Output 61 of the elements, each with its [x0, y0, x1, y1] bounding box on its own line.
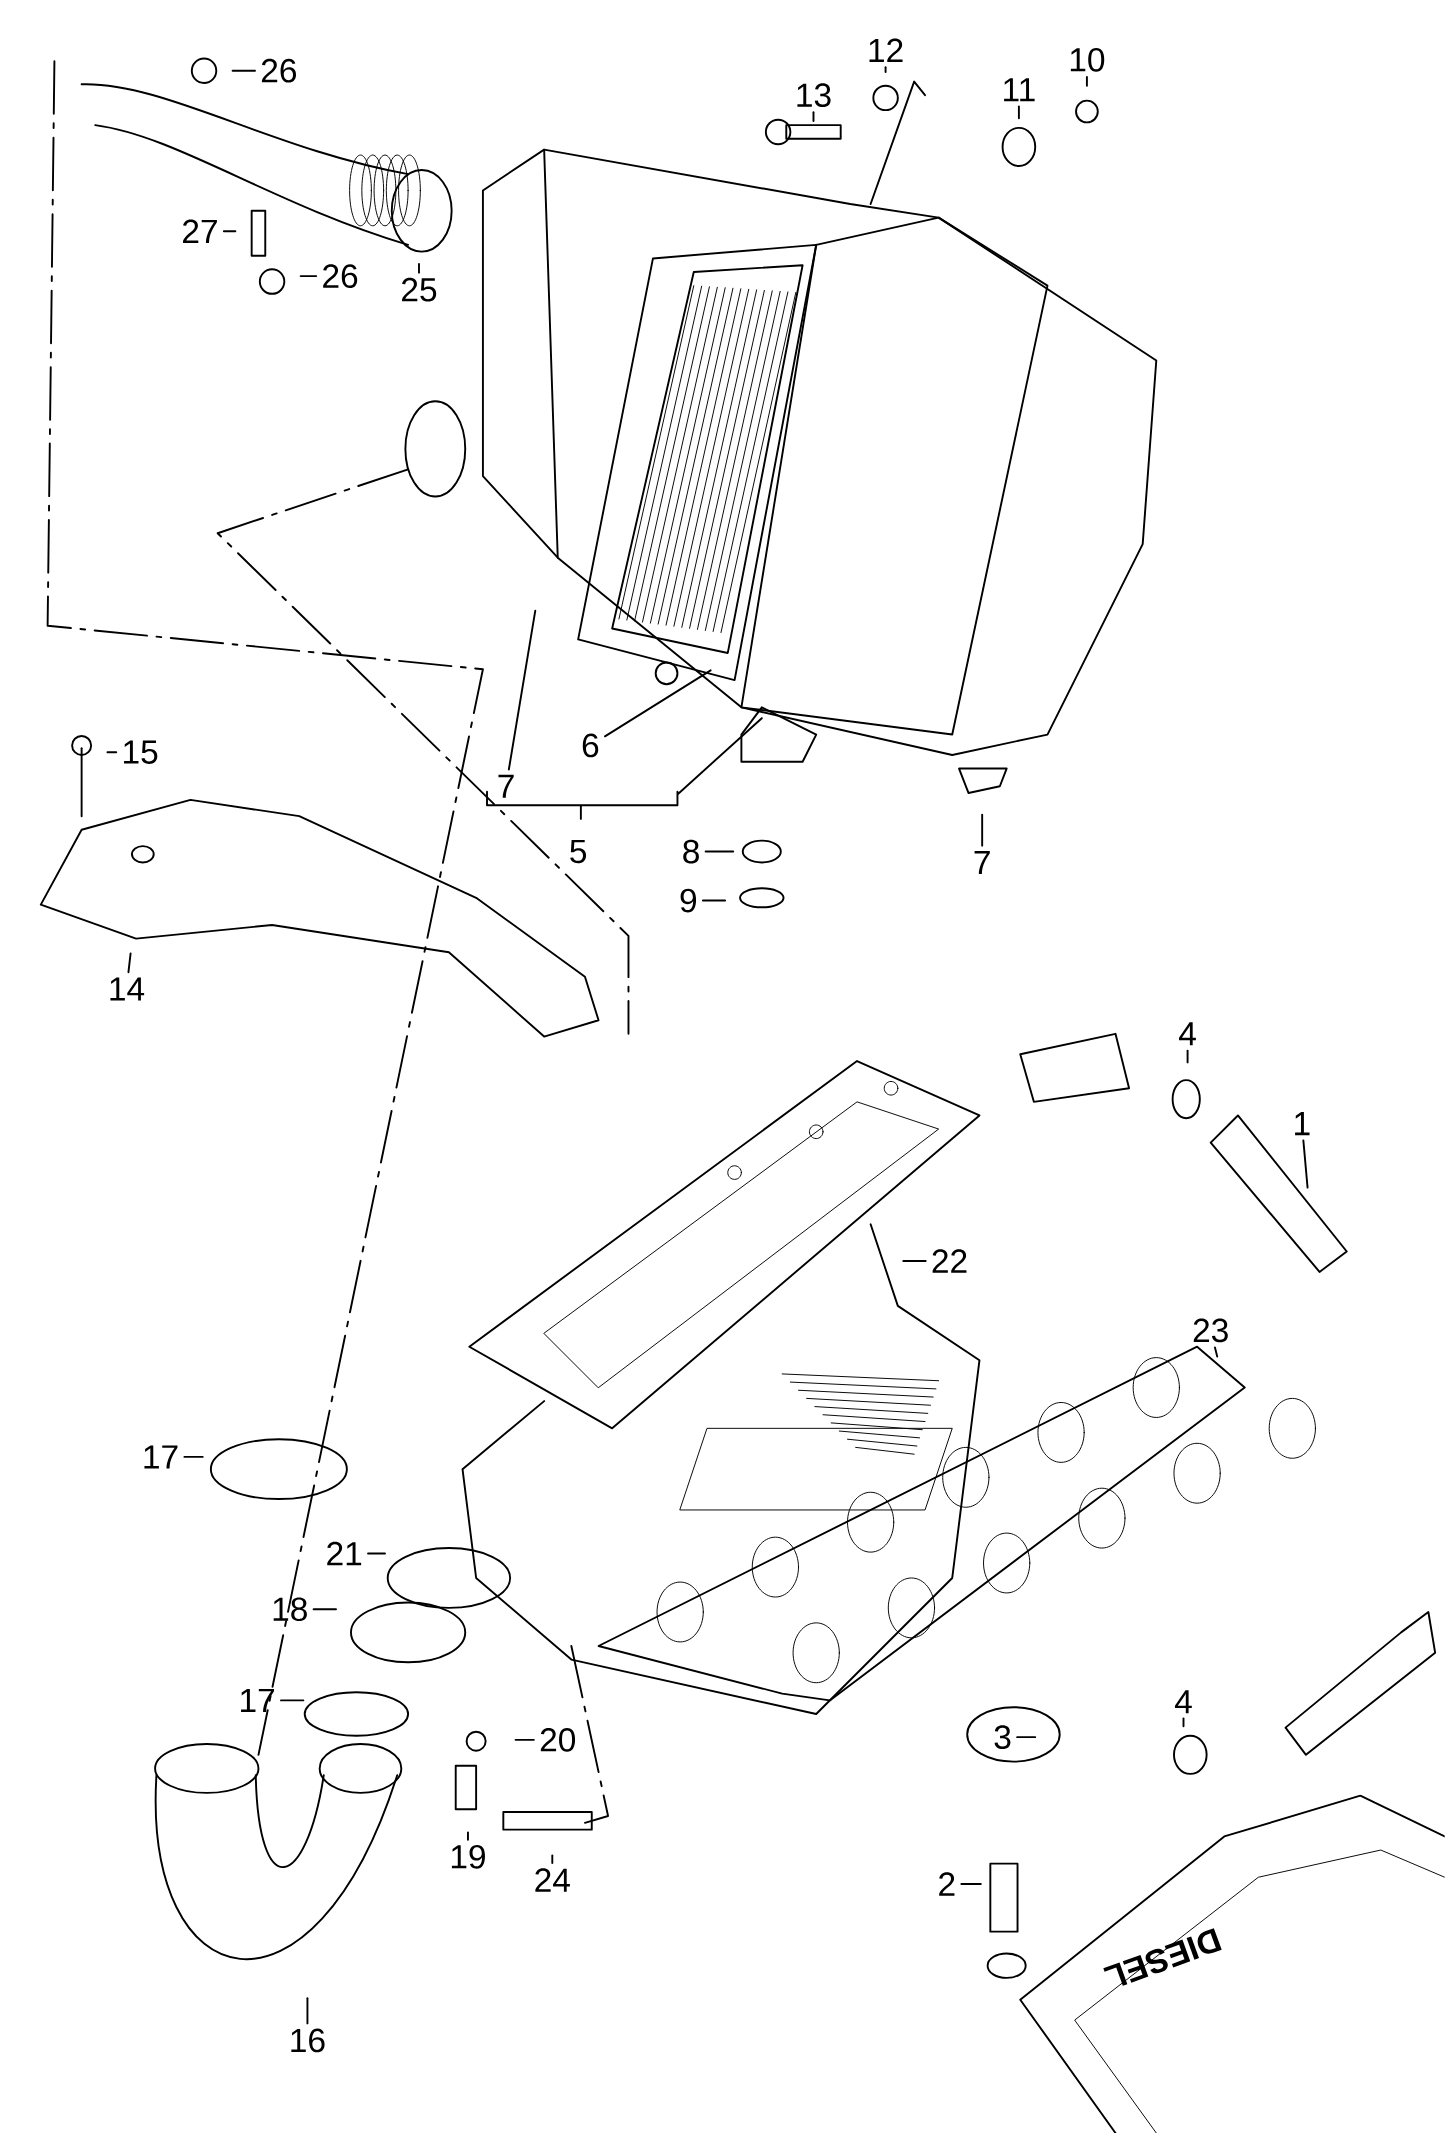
callout-number: 2 [939, 1872, 955, 1896]
leader-line [812, 111, 815, 122]
callout-number: 17 [241, 1688, 275, 1712]
callout-number: 15 [124, 740, 158, 764]
leader-line [981, 813, 984, 847]
leader-line [299, 275, 318, 278]
leader-line [1016, 1736, 1037, 1739]
callout-number: 9 [680, 888, 697, 913]
leader-line [960, 1883, 982, 1885]
callout-number: 4 [1175, 1690, 1192, 1714]
callout-number: 6 [582, 733, 599, 758]
leader-line [551, 1854, 554, 1864]
callout-number: 20 [541, 1728, 576, 1752]
callout-number: 10 [1071, 47, 1105, 72]
callout-number: 1 [1295, 1112, 1310, 1136]
leader-line [127, 952, 132, 974]
leader-line [704, 850, 735, 853]
leader-line [1086, 75, 1089, 87]
leader-line [312, 1608, 338, 1611]
leader-line [1018, 105, 1020, 120]
callout-number: 18 [273, 1597, 308, 1622]
callout-number: 26 [262, 58, 297, 83]
callout-number: 14 [110, 977, 145, 1001]
callout-number: 19 [452, 1844, 486, 1869]
leader-line [467, 1831, 470, 1841]
callout-number: 25 [402, 277, 437, 302]
leader-line [106, 751, 118, 754]
callout-number: 16 [291, 2028, 325, 2053]
leader-line [1214, 1346, 1219, 1358]
callout-number: 13 [797, 83, 831, 108]
leader-line [902, 1260, 927, 1262]
leader-line [884, 66, 887, 74]
callout-number: 7 [498, 774, 514, 798]
callout-number: 5 [570, 839, 587, 864]
leader-line [604, 669, 712, 738]
leader-line [223, 230, 237, 233]
callout-number: 11 [1004, 78, 1035, 102]
callout-number: 3 [994, 1725, 1011, 1749]
callout-number: 7 [974, 850, 990, 874]
leader-line [418, 262, 421, 274]
leader-line [306, 1997, 309, 2025]
callout-number: 24 [535, 1868, 571, 1892]
callout-number: 17 [144, 1445, 178, 1469]
callout-number: 26 [323, 264, 358, 288]
callout-number: 4 [1179, 1022, 1197, 1046]
callout-number: 12 [869, 38, 903, 62]
callout-number: 22 [932, 1249, 967, 1273]
callout-number: 23 [1193, 1318, 1228, 1343]
leader-line [514, 1738, 535, 1741]
leader-line [280, 1699, 305, 1702]
callout-number: 27 [183, 219, 218, 243]
leader-line [231, 69, 257, 72]
leader-line [1302, 1139, 1309, 1189]
leader-line [1186, 1049, 1189, 1064]
leader-line [183, 1455, 204, 1458]
callout-number: 21 [327, 1541, 362, 1566]
leader-line [508, 609, 537, 771]
leader-line [1182, 1717, 1185, 1728]
leader-line [702, 899, 727, 902]
callout-number: 8 [683, 839, 700, 864]
leader-line [367, 1552, 387, 1555]
